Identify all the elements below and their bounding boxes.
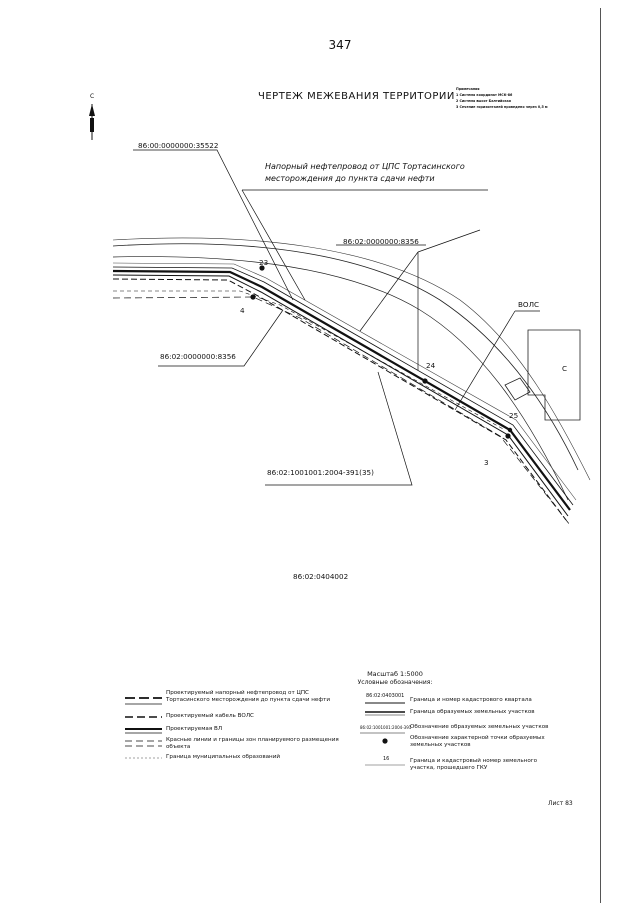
notes-heading: Примечания bbox=[456, 87, 480, 91]
pipeline-corridor bbox=[112, 262, 577, 521]
point-marker bbox=[259, 265, 265, 271]
parcel-label-8356-bottom: 86:02:0000000:8356 bbox=[160, 352, 236, 361]
drawing-title: ЧЕРТЕЖ МЕЖЕВАНИЯ ТЕРРИТОРИИ bbox=[258, 91, 455, 102]
legend-item-point: Обозначение характерной точки образуемых… bbox=[410, 735, 545, 748]
building-outline bbox=[527, 329, 581, 421]
point-marker bbox=[505, 433, 511, 439]
legend-item-municipal: Граница муниципальных образований bbox=[166, 754, 280, 760]
notes-block: Примечания 1 Система координат МСК-86 2 … bbox=[456, 86, 548, 110]
edge-letter: С bbox=[562, 364, 568, 373]
legend-item-power-line: Проектируемая ВЛ bbox=[166, 726, 223, 732]
parcel-label-391: 86:02:1001001:2004-391(35) bbox=[267, 468, 374, 477]
legend-item-vols: Проектируемый кабель ВОЛС bbox=[166, 713, 254, 719]
note-line: 2 Система высот Балтийская bbox=[456, 99, 511, 103]
legend-symbol-red-lines bbox=[125, 740, 162, 747]
legend-symbol-point bbox=[382, 738, 388, 744]
vols-label: ВОЛС bbox=[518, 300, 540, 309]
cadastral-quarter-label: 86:02:0404002 bbox=[293, 572, 349, 581]
point-number-23: 23 bbox=[259, 258, 269, 267]
note-line: 1 Система координат МСК-86 bbox=[456, 93, 513, 97]
legend-item-red-lines: Красные линии и границы зон планируемого… bbox=[166, 737, 339, 750]
arc-boundary-outer bbox=[112, 243, 579, 471]
north-letter: С bbox=[90, 93, 95, 100]
point-number-24: 24 bbox=[426, 361, 436, 370]
legend-item-quarter: Граница и номер кадастрового квартала bbox=[410, 697, 532, 703]
parcel-label-35522: 86:00:0000000:35522 bbox=[138, 141, 219, 150]
leader-lines bbox=[133, 149, 540, 486]
point-marker bbox=[422, 378, 428, 384]
oil-pipeline-label: Напорный нефтепровод от ЦПС Тортасинског… bbox=[265, 162, 465, 183]
arc-boundary-outer2 bbox=[112, 237, 591, 481]
point-marker bbox=[250, 294, 256, 300]
point-number-3: 3 bbox=[484, 458, 489, 467]
legend-item-gku: Граница и кадастровый номер земельного у… bbox=[410, 758, 538, 771]
legend-item-formed-parcel: Граница образуемых земельных участков bbox=[410, 709, 535, 715]
parcel-label-8356-top: 86:02:0000000:8356 bbox=[343, 237, 419, 246]
legend-item-parcel-designation: Обозначение образуемых земельных участко… bbox=[410, 724, 549, 730]
point-number-25: 25 bbox=[509, 411, 519, 420]
north-arrow-icon bbox=[89, 104, 95, 140]
sheet-number: Лист 83 bbox=[548, 800, 573, 807]
point-marker bbox=[507, 427, 513, 433]
scale-title: Масштаб 1:5000 bbox=[367, 670, 423, 678]
point-number-4: 4 bbox=[240, 306, 245, 315]
legend-symbol-pipeline bbox=[125, 697, 162, 705]
sheet-frame-line bbox=[600, 8, 640, 903]
note-line: 3 Сечение горизонталей проведено через 0… bbox=[456, 105, 548, 109]
legend-subtitle: Условные обозначения: bbox=[357, 679, 433, 686]
zone-boundary-lower bbox=[112, 296, 571, 526]
building-outline bbox=[504, 377, 531, 401]
legend-symbol-formed-parcel bbox=[365, 711, 405, 716]
zone-boundary-mid bbox=[113, 290, 506, 431]
legend-sample-quarter: 86:02:0403001 bbox=[366, 693, 405, 699]
legend-symbol-power-line bbox=[125, 728, 162, 734]
legend-sample-parcel: 86:02:1001001:2004-391 bbox=[360, 725, 412, 730]
legend-item-pipeline: Проектируемый напорный нефтепровод от ЦП… bbox=[166, 690, 331, 703]
page-number: 347 bbox=[328, 38, 352, 52]
arc-boundary-inner bbox=[112, 256, 569, 501]
legend-sample-gku: 16 bbox=[383, 756, 390, 762]
